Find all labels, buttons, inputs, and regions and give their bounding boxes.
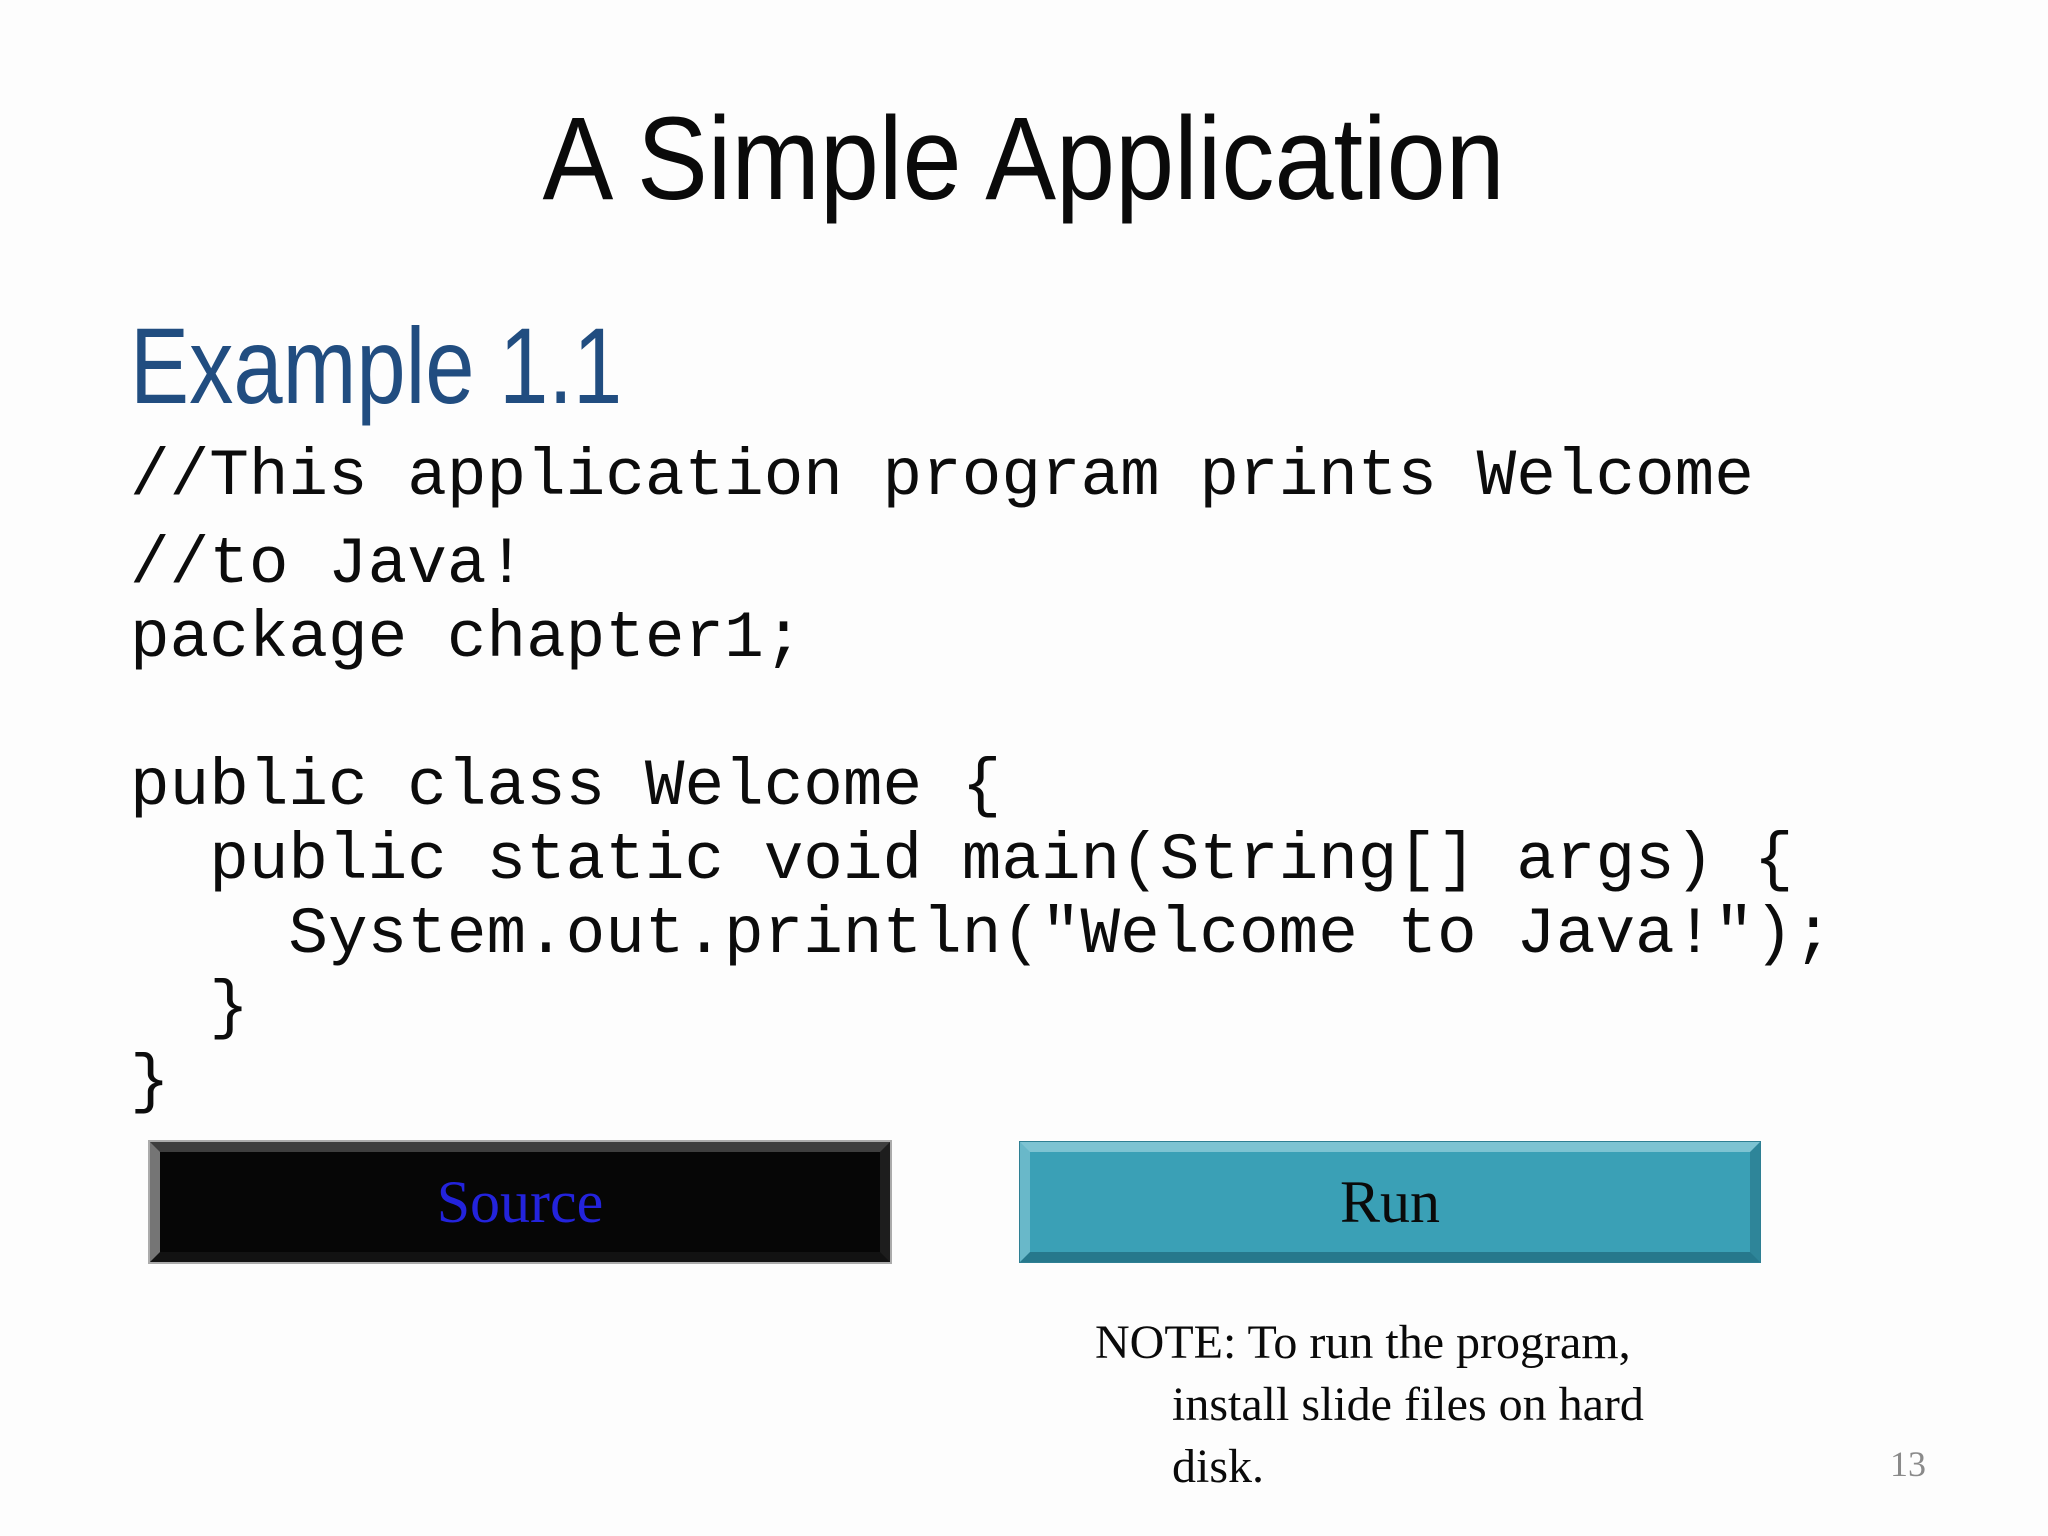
code-line-blank: [130, 676, 1833, 750]
note-line: NOTE: To run the program,: [1095, 1316, 1631, 1369]
slide-title-wrap: A Simple Application: [0, 100, 2048, 218]
java-code-block: //This application program prints Welcom…: [130, 440, 1833, 1120]
source-button-label: Source: [436, 1168, 604, 1235]
code-line: //to Java!: [130, 527, 527, 602]
slide-title: A Simple Application: [542, 93, 1506, 225]
code-line: }: [130, 971, 249, 1046]
example-heading: Example 1.1: [130, 305, 623, 426]
run-button[interactable]: Run: [1019, 1141, 1761, 1263]
code-line: public class Welcome {: [130, 749, 1002, 824]
example-heading-wrap: Example 1.1: [130, 312, 730, 420]
code-line: //This application program prints Welcom…: [130, 439, 1754, 514]
note-line: disk.: [1172, 1440, 1265, 1493]
note-paragraph: NOTE: To run the program, install slide …: [1095, 1312, 1815, 1498]
code-line: public static void main(String[] args) {: [130, 823, 1794, 898]
code-line: }: [130, 1045, 170, 1120]
source-button[interactable]: Source: [148, 1140, 892, 1264]
run-button-label: Run: [1339, 1168, 1441, 1235]
code-line: package chapter1;: [130, 601, 804, 676]
note-line: install slide files on hard: [1172, 1378, 1644, 1431]
page-number: 13: [1890, 1444, 1926, 1484]
code-line: System.out.println("Welcome to Java!");: [130, 897, 1834, 972]
